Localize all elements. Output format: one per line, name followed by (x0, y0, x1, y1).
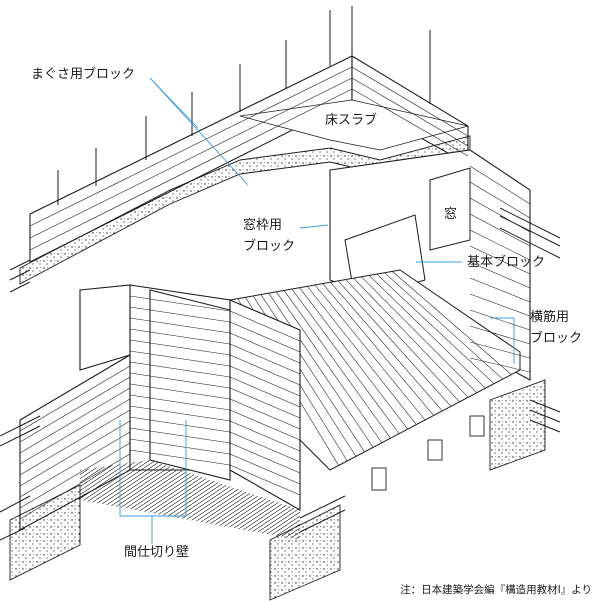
block-course-line (229, 453, 301, 485)
block-course-line (229, 354, 301, 386)
floor-plank-line (376, 273, 495, 384)
block-course-line (229, 409, 301, 441)
block-course-line (229, 376, 301, 408)
block-course-line (129, 339, 231, 356)
block-course-line (469, 165, 531, 205)
floor-plank-line (392, 271, 512, 375)
floor-plank-line (291, 288, 400, 434)
floor-plank-line (307, 286, 417, 425)
block-course-line (229, 365, 301, 397)
block-course-line (19, 431, 131, 498)
leader-lines (119, 77, 515, 544)
block-course-line (469, 213, 531, 247)
label-horizontal-rebar-block-1: 横筋用 (530, 309, 569, 325)
block-course-line (129, 449, 231, 466)
block-course-line (19, 442, 131, 509)
floor-plank-line (268, 293, 374, 448)
block-course-line (19, 398, 131, 465)
block-course-line (469, 181, 531, 219)
block-course-line (469, 197, 531, 233)
label-magusa-block: まぐさ用ブロック (31, 66, 135, 82)
block-course-line (129, 394, 231, 411)
block-course-line (129, 438, 231, 455)
block-course-line (229, 332, 301, 364)
block-course-line (129, 383, 231, 400)
block-course-line (469, 261, 531, 289)
block-course-line (229, 420, 301, 452)
block-course-line (19, 409, 131, 476)
block-course-line (469, 341, 531, 359)
floor-plank-line (368, 275, 486, 389)
block-course-line (469, 357, 531, 373)
floor-plank-line (337, 280, 452, 407)
floor-plank-line (276, 291, 383, 443)
floor-plank-line (345, 279, 460, 403)
block-course-line (129, 350, 231, 367)
block-course-line (469, 229, 531, 261)
block-course-line (229, 387, 301, 419)
floor-deck (229, 269, 521, 491)
block-course-line (229, 321, 301, 353)
label-horizontal-rebar-block-2: ブロック (530, 330, 582, 346)
block-course-line (469, 325, 531, 345)
block-course-line (351, 66, 469, 137)
floor-plank-line (322, 283, 434, 416)
floor-plank-line (384, 272, 503, 380)
block-course-line (229, 310, 301, 342)
block-course-line (129, 405, 231, 422)
label-basic-block: 基本ブロック (467, 254, 545, 270)
block-course-line (129, 372, 231, 389)
footings (0, 259, 561, 601)
block-course-line (351, 77, 469, 147)
block-course-line (29, 77, 353, 239)
block-course-line (129, 295, 231, 312)
block-course-line (129, 306, 231, 323)
floor-plank-line (283, 290, 391, 439)
block-course-line (229, 442, 301, 474)
block-course-line (129, 317, 231, 334)
block-course-line (29, 88, 353, 251)
label-floor-slab: 床スラブ (325, 112, 377, 128)
floor-plank-line (361, 276, 478, 393)
floor-plank-line (314, 284, 426, 421)
block-course-line (469, 309, 531, 331)
block-course-line (469, 245, 531, 275)
floor-plank-line (330, 282, 443, 412)
block-course-line (469, 277, 531, 303)
block-course-line (29, 66, 353, 227)
block-course-line (129, 328, 231, 345)
block-course-line (229, 464, 301, 496)
block-course-line (129, 416, 231, 433)
block-course-line (351, 88, 469, 157)
block-course-line (129, 427, 231, 444)
block-course-line (19, 365, 131, 432)
ground-hatch (80, 460, 300, 540)
floor-plank-line (353, 277, 469, 398)
block-course-line (129, 361, 231, 378)
floor-slab (19, 99, 471, 285)
upper-back-left-wall (29, 6, 353, 263)
block-course-line (19, 420, 131, 487)
block-course-line (19, 387, 131, 454)
label-window: 窓 (444, 206, 457, 222)
floor-plank-line (299, 287, 408, 430)
block-course-line (19, 453, 131, 520)
block-course-line (229, 343, 301, 375)
block-course-line (469, 293, 531, 317)
block-courses (19, 66, 531, 520)
block-course-line (229, 431, 301, 463)
source-note: 注：日本建築学会編『構造用教材Ⅰ』より (400, 583, 592, 596)
partition-wall-front (149, 289, 231, 481)
block-course-line (229, 398, 301, 430)
label-window-frame-block-2: ブロック (243, 238, 295, 254)
label-partition-wall: 間仕切り壁 (124, 545, 189, 560)
block-course-line (19, 376, 131, 443)
label-window-frame-block-1: 窓枠用 (243, 217, 282, 233)
